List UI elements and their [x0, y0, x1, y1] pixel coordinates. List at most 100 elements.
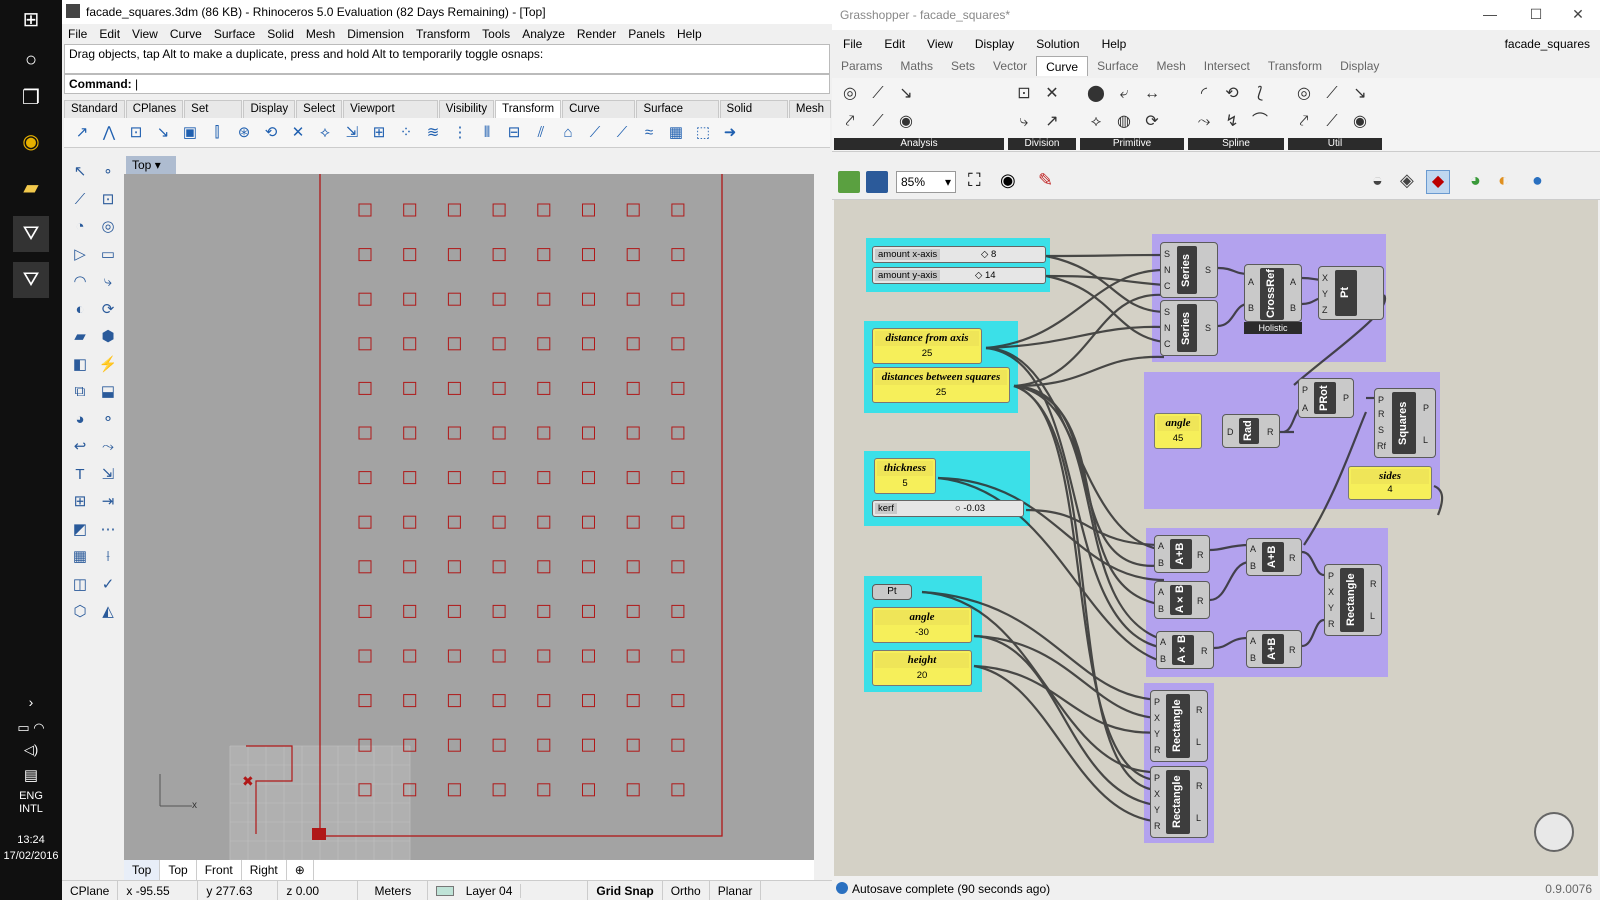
maximize-icon[interactable]: ☐	[1529, 6, 1543, 22]
pin-s[interactable]: S	[1164, 249, 1171, 259]
pin-p[interactable]: P	[1302, 385, 1309, 395]
rhino-app-icon-2[interactable]: ⛛	[13, 262, 49, 298]
facade-square[interactable]	[671, 694, 685, 708]
sidebar-tool-icon-26[interactable]: ⇥	[101, 493, 115, 510]
transform-tool-icon-15[interactable]: ⋮	[452, 124, 468, 141]
open-file-icon[interactable]	[838, 171, 860, 193]
pin-r-out[interactable]: R	[1201, 646, 1208, 656]
transform-tool-icon-16[interactable]: ⫴	[483, 124, 491, 141]
gh-canvas[interactable]: amount x-axis ◇ 8 amount y-axis ◇ 14 ker…	[834, 200, 1598, 876]
facade-square[interactable]	[582, 738, 595, 752]
pin-a[interactable]: A	[1302, 403, 1309, 413]
facade-square[interactable]	[671, 783, 685, 797]
sidebar-tool-icon-6[interactable]: ◎	[101, 218, 115, 235]
facade-square[interactable]	[447, 738, 461, 752]
pin-s-out[interactable]: S	[1205, 323, 1212, 333]
pin-p-out[interactable]: P	[1343, 393, 1350, 403]
facade-square[interactable]	[358, 738, 372, 752]
param-point[interactable]: Pt	[872, 584, 912, 600]
sidebar-tool-icon-30[interactable]: ⟊	[106, 548, 110, 565]
transform-tool-icon-4[interactable]: ↘	[156, 124, 170, 141]
facade-square[interactable]	[582, 471, 595, 485]
sidebar-tool-icon-19[interactable]: ◕	[75, 410, 85, 428]
pin-x[interactable]: X	[1154, 789, 1161, 799]
rhino-menu-panels[interactable]: Panels	[628, 27, 665, 41]
sidebar-tool-icon-9[interactable]: ◠	[73, 273, 87, 290]
battery-network-icon[interactable]: ▭ ◠	[17, 720, 45, 735]
transform-tool-icon-9[interactable]: ✕	[291, 124, 305, 141]
pin-p[interactable]: P	[1154, 697, 1161, 707]
minimize-icon[interactable]: —	[1483, 6, 1497, 22]
facade-square[interactable]	[403, 783, 417, 797]
facade-square[interactable]	[582, 649, 595, 663]
sidebar-tool-icon-33[interactable]: ⬡	[73, 603, 87, 620]
transform-tool-icon-6[interactable]: ⫿	[214, 124, 220, 141]
pin-p[interactable]: P	[1378, 395, 1385, 405]
sidebar-tool-icon-8[interactable]: ▭	[100, 245, 116, 263]
cortana-icon[interactable]: ○	[24, 49, 38, 71]
facade-square[interactable]	[626, 694, 640, 708]
ribbon-tool-icon-15[interactable]: ◍	[1117, 113, 1131, 130]
ribbon-tool-icon-19[interactable]: ⟅	[1256, 85, 1264, 102]
slider-amount-y[interactable]: amount y-axis ◇ 14	[872, 267, 1046, 284]
facade-square[interactable]	[582, 381, 595, 395]
toolbar-tab-cplanes[interactable]: CPlanes	[125, 100, 184, 118]
windows-start-icon[interactable]: ⊞	[22, 9, 40, 31]
pin-r-out[interactable]: R	[1370, 579, 1377, 589]
transform-tool-icon-18[interactable]: ⫽	[537, 124, 545, 141]
toolbar-tab-surface-tools[interactable]: Surface Tools	[636, 100, 719, 131]
pin-y[interactable]: Y	[1328, 603, 1335, 613]
facade-square[interactable]	[537, 203, 551, 217]
facade-square[interactable]	[358, 515, 372, 529]
transform-tool-icon-12[interactable]: ⊞	[372, 124, 386, 141]
facade-square[interactable]	[537, 337, 551, 351]
transform-tool-icon-1[interactable]: ↗	[75, 124, 89, 141]
pin-r[interactable]: R	[1328, 619, 1335, 629]
status-cplane[interactable]: CPlane	[62, 881, 119, 900]
pin-s[interactable]: S	[1378, 425, 1385, 435]
sidebar-tool-icon-16[interactable]: ⚡	[98, 355, 118, 373]
facade-square[interactable]	[582, 203, 595, 217]
pin-l-out[interactable]: L	[1196, 813, 1202, 823]
gh-tab-params[interactable]: Params	[841, 59, 883, 73]
sidebar-tool-icon-28[interactable]: ⋯	[100, 520, 116, 538]
transform-tool-icon-2[interactable]: ⋀	[102, 124, 116, 141]
sidebar-tool-icon-13[interactable]: ▰	[74, 328, 86, 345]
sidebar-tool-icon-12[interactable]: ⟳	[101, 300, 115, 318]
gh-document-name[interactable]: facade_squares	[1504, 37, 1590, 51]
sidebar-tool-icon-14[interactable]: ⬢	[101, 328, 115, 345]
pin-r-out[interactable]: R	[1267, 427, 1274, 437]
ribbon-tool-icon-10[interactable]: ↗	[1045, 113, 1059, 130]
facade-square[interactable]	[403, 292, 417, 306]
facade-square[interactable]	[537, 783, 551, 797]
facade-square[interactable]	[447, 604, 461, 618]
facade-square[interactable]	[582, 292, 595, 306]
command-line[interactable]: Command: |	[64, 74, 830, 94]
rhino-app-icon[interactable]: ⛛	[13, 216, 49, 252]
transform-tool-icon-17[interactable]: ⊟	[507, 124, 521, 141]
facade-square[interactable]	[671, 738, 685, 752]
viewport-tab-front-2[interactable]: Front	[197, 860, 242, 880]
ribbon-tool-icon-12[interactable]: ⤶	[1119, 85, 1129, 102]
sketch-pen-icon[interactable]: ✎	[1038, 170, 1054, 190]
facade-square[interactable]	[358, 604, 372, 618]
sidebar-tool-icon-24[interactable]: ⇲	[101, 465, 115, 483]
rhino-menu-curve[interactable]: Curve	[169, 27, 202, 41]
ribbon-tool-icon-14[interactable]: ⟡	[1090, 113, 1102, 130]
pin-rf[interactable]: Rf	[1377, 441, 1386, 451]
facade-square[interactable]	[492, 515, 506, 529]
slider-amount-y-value[interactable]: ◇ 14	[975, 269, 996, 282]
ribbon-group-label[interactable]: Util	[1288, 138, 1382, 150]
facade-square[interactable]	[492, 248, 506, 262]
gh-tab-mesh[interactable]: Mesh	[1156, 59, 1186, 73]
clock-time[interactable]: 13:24	[17, 834, 45, 846]
transform-tool-icon-24[interactable]: ⬚	[695, 124, 711, 141]
ribbon-tool-icon-17[interactable]: ◜	[1200, 85, 1208, 102]
facade-square[interactable]	[671, 560, 685, 574]
facade-square[interactable]	[671, 515, 685, 529]
facade-square[interactable]	[582, 560, 595, 574]
